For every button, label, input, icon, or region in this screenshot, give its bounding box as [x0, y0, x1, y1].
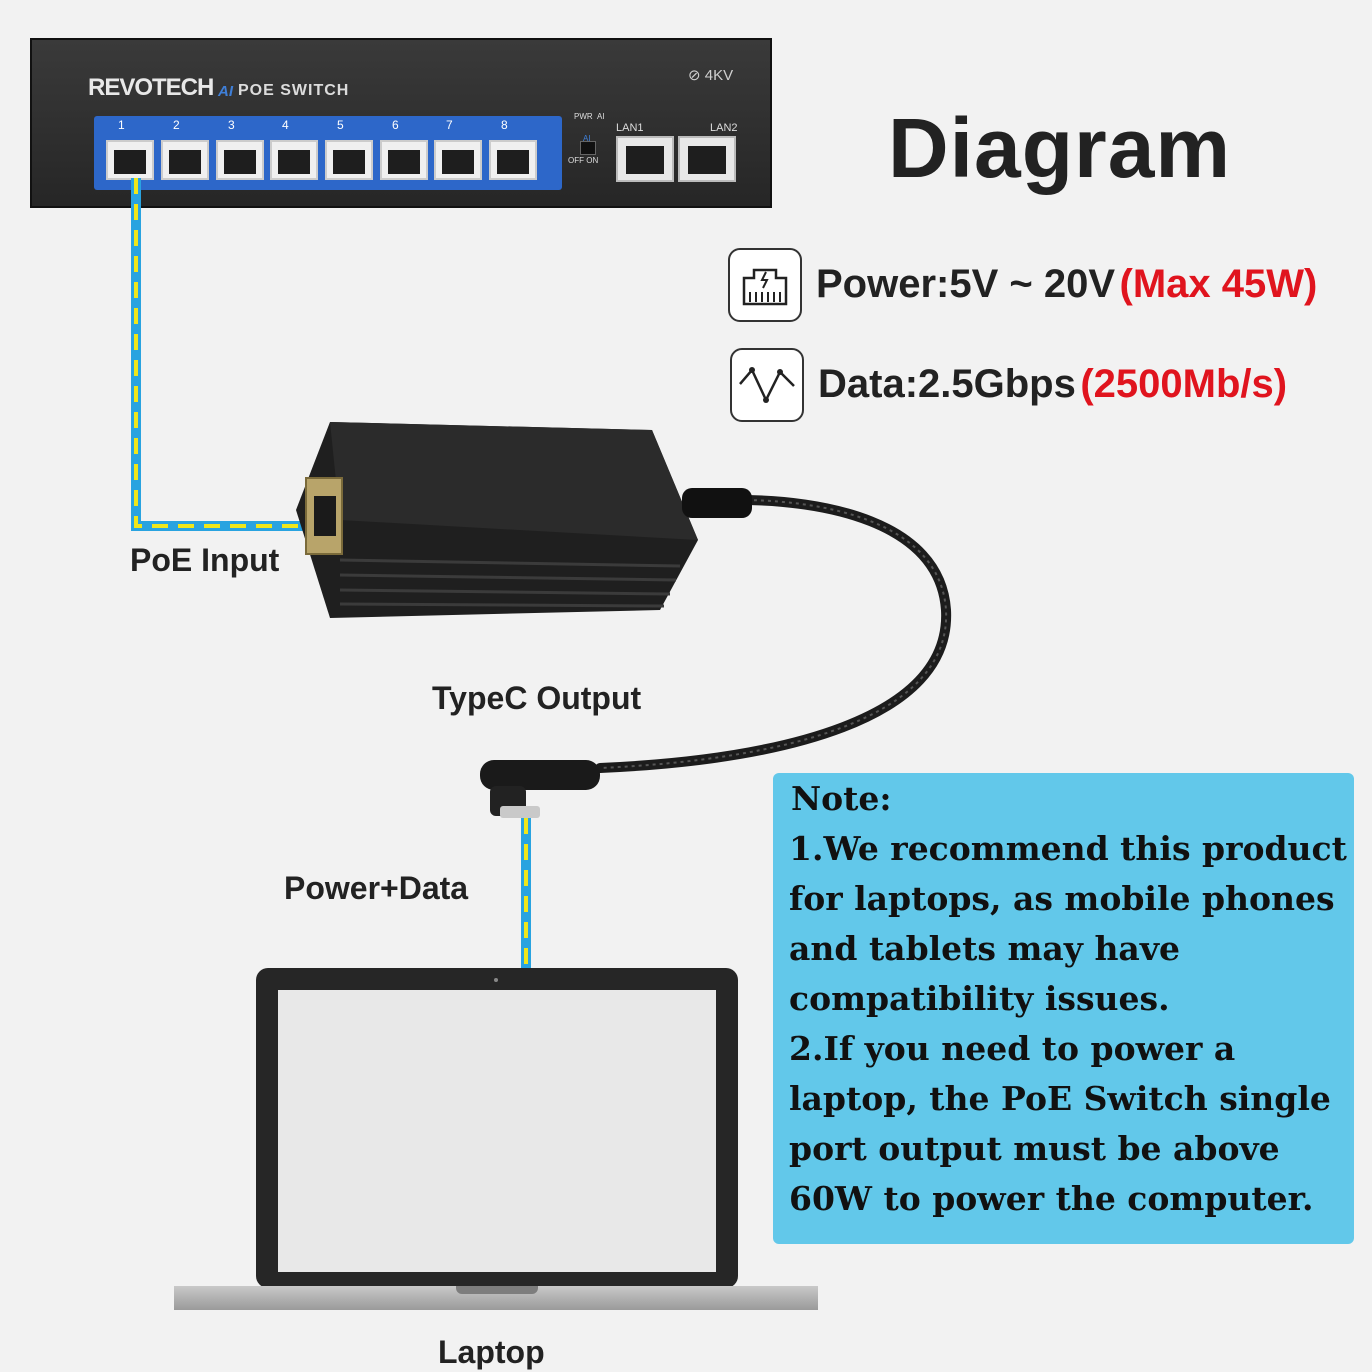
rj45-port — [434, 140, 482, 180]
note-line: 60W to power the computer. — [789, 1179, 1314, 1218]
laptop-camera — [494, 978, 498, 982]
note-line: for laptops, as mobile phones — [789, 879, 1335, 918]
surge-rating: ⊘ 4KV — [688, 67, 734, 84]
typec-output-label: TypeC Output — [432, 680, 642, 716]
switch-brand-sub: POE SWITCH — [238, 82, 350, 99]
port-number: 1 — [118, 118, 125, 132]
spec-data: Data:2.5Gbps (2500Mb/s) — [818, 362, 1287, 407]
rj45-port — [380, 140, 428, 180]
port-number: 4 — [282, 118, 289, 132]
waveform-icon — [730, 348, 804, 422]
lan1-port — [616, 136, 674, 182]
usbc-plug — [480, 760, 600, 818]
port-number: 3 — [228, 118, 235, 132]
laptop-screen — [278, 990, 716, 1272]
spec-data-main: Data:2.5Gbps — [818, 362, 1076, 406]
spec-power-highlight: (Max 45W) — [1119, 262, 1318, 306]
note-line: 2.If you need to power a — [789, 1029, 1236, 1068]
poe-switch: REVOTECH AI POE SWITCH ⊘ 4KV 1 2 3 4 5 6… — [30, 38, 772, 208]
diagram-title: Diagram — [888, 101, 1232, 195]
rj45-port — [325, 140, 373, 180]
port-number: 6 — [392, 118, 399, 132]
lan2-label: LAN2 — [710, 122, 738, 134]
port-number: 5 — [337, 118, 344, 132]
ai-switch-label: AI — [583, 134, 591, 143]
note-line: and tablets may have — [789, 929, 1180, 968]
note-box: Note: 1.We recommend this product for la… — [773, 773, 1354, 1244]
note-line: compatibility issues. — [789, 979, 1170, 1018]
poe-injector — [296, 422, 752, 618]
rj45-port — [270, 140, 318, 180]
power-data-label: Power+Data — [284, 870, 469, 906]
spec-power-main: Power:5V ~ 20V — [816, 262, 1116, 306]
ai-indicator-label: AI — [597, 112, 605, 121]
rj45-port — [489, 140, 537, 180]
port-number: 2 — [173, 118, 180, 132]
pwr-label: PWR — [574, 112, 593, 121]
switch-brand: REVOTECH — [88, 74, 214, 101]
ai-dip-switch — [580, 141, 596, 155]
port-number: 8 — [501, 118, 508, 132]
spec-data-highlight: (2500Mb/s) — [1080, 362, 1288, 406]
laptop-label: Laptop — [438, 1334, 545, 1370]
off-on-label: OFF ON — [568, 156, 599, 165]
poe-input-label: PoE Input — [130, 542, 280, 578]
note-line: 1.We recommend this product — [789, 829, 1347, 868]
port-number: 7 — [446, 118, 453, 132]
lan2-port — [678, 136, 736, 182]
note-line: laptop, the PoE Switch single — [789, 1079, 1331, 1118]
lan1-label: LAN1 — [616, 122, 644, 134]
lightning-icon: ⊘ — [688, 67, 701, 84]
switch-brand-ai: AI — [218, 83, 233, 100]
rj45-port — [161, 140, 209, 180]
laptop-notch — [456, 1286, 538, 1294]
rj45-port — [216, 140, 264, 180]
rj45-port — [106, 140, 154, 180]
note-line: port output must be above — [789, 1129, 1280, 1168]
ethernet-power-icon — [728, 248, 802, 322]
note-title: Note: — [791, 779, 892, 818]
spec-power: Power:5V ~ 20V (Max 45W) — [816, 262, 1317, 307]
ethernet-cable — [131, 178, 312, 531]
